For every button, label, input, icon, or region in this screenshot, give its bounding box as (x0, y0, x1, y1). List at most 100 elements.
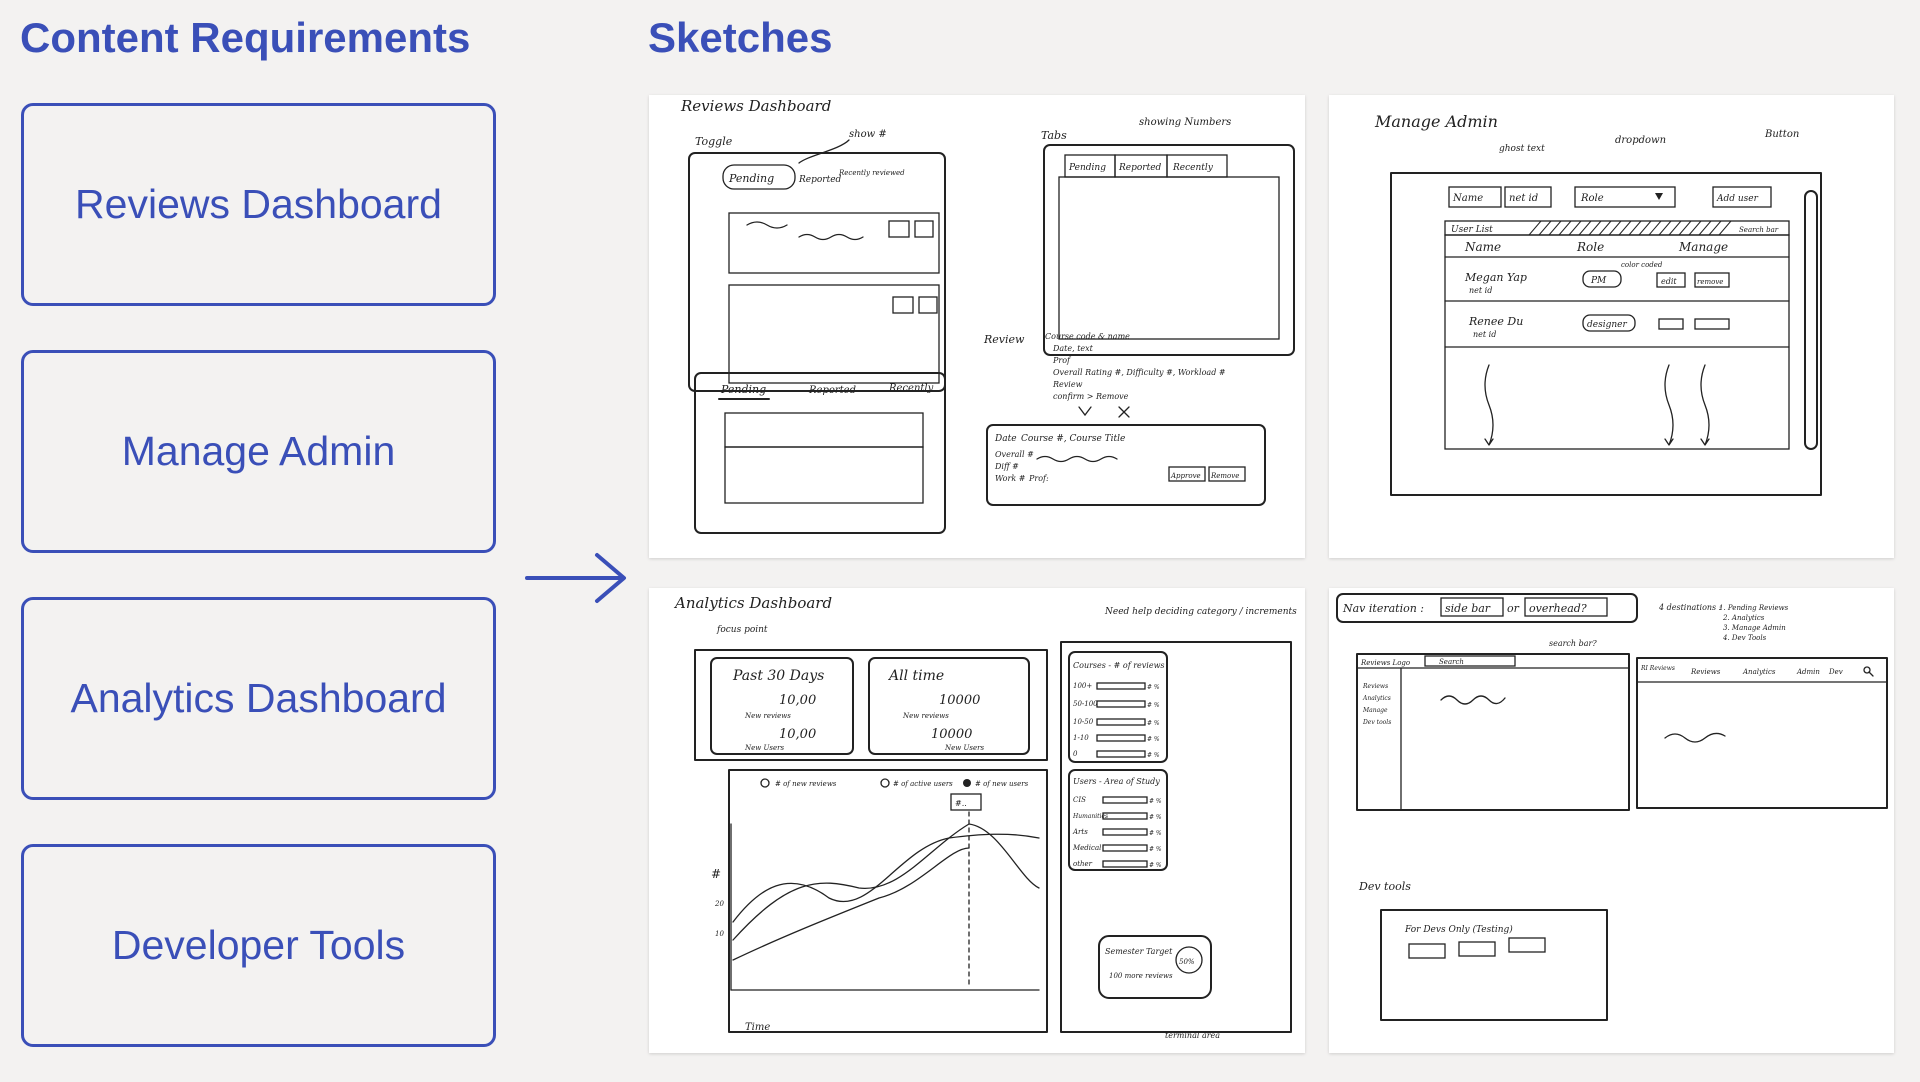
destination-item: 2. Analytics (1722, 614, 1765, 622)
user2-role-badge: designer (1587, 320, 1627, 330)
color-coded-note: color coded (1621, 261, 1663, 269)
nav-option-overhead: overhead? (1529, 602, 1587, 615)
recently-toggle-label: Recently reviewed (838, 169, 905, 177)
toggle-label: Toggle (695, 135, 733, 148)
sidebar-nav-item: Dev tools (1362, 719, 1391, 726)
destinations-title: 4 destinations : (1658, 603, 1722, 612)
dev-tools-note: For Devs Only (Testing) (1404, 924, 1513, 935)
chart-tooltip: #.. (955, 799, 967, 808)
card-work: Work # (995, 474, 1026, 483)
course-bucket: 1-10 (1073, 734, 1089, 742)
nav-option-sidebar: side bar (1445, 602, 1491, 615)
course-bucket: 10-50 (1073, 718, 1094, 726)
overhead-nav-item: Reviews (1690, 668, 1721, 676)
review-field: confirm > Remove (1053, 392, 1129, 401)
users-title: Users - Area of Study (1073, 777, 1160, 786)
netid-input-label: net id (1509, 193, 1538, 204)
user2-netid: net id (1473, 330, 1496, 339)
search-bar-label: Search bar (1739, 226, 1779, 234)
study-pct: # % (1149, 798, 1162, 805)
button-note: Button (1764, 129, 1799, 140)
card-diff: Diff # (994, 462, 1019, 471)
show-count-note: show # (849, 129, 887, 140)
study-area: Medical (1072, 844, 1101, 852)
edit-button-label: edit (1661, 277, 1677, 286)
overhead-logo: RI Reviews (1640, 665, 1675, 672)
nav-question: Nav iteration : (1342, 602, 1424, 615)
overhead-nav-item: Dev (1828, 668, 1843, 676)
col-manage-header: Manage (1678, 240, 1728, 254)
requirement-analytics-dashboard: Analytics Dashboard (21, 597, 496, 800)
dev-tools-title: Dev tools (1358, 880, 1411, 893)
past30-reviews-label: New reviews (744, 712, 791, 720)
terminal-area-note: terminal area (1165, 1031, 1220, 1040)
courses-title: Courses - # of reviews (1073, 661, 1165, 670)
overhead-nav-item: Analytics (1742, 668, 1776, 676)
pending-toggle-label: Pending (728, 172, 774, 185)
bottom-pending-label: Pending (720, 383, 766, 396)
reviews-sketch-drawing: Reviews Dashboard Toggle show # Pending … (680, 97, 1295, 534)
course-bucket: 0 (1073, 750, 1078, 758)
study-area: other (1073, 860, 1093, 868)
legend-reviews: # of new reviews (775, 780, 837, 788)
review-field: Date, text (1052, 344, 1094, 353)
tabs-label: Tabs (1041, 129, 1067, 142)
sidebar-nav-item: Analytics (1362, 695, 1391, 702)
past30-users-value: 10,00 (779, 727, 816, 742)
user1-role-badge: PM (1590, 276, 1607, 286)
sidebar-nav-item: Manage (1362, 707, 1388, 714)
card-prof: Prof: (1028, 474, 1049, 483)
review-field: Overall Rating #, Difficulty #, Workload… (1053, 368, 1226, 377)
study-area: Arts (1072, 828, 1088, 836)
requirement-developer-tools: Developer Tools (21, 844, 496, 1047)
sketch-manage-admin: Manage Admin ghost text dropdown Button … (1329, 95, 1894, 558)
arrow-right-icon (525, 553, 626, 603)
course-pct: # % (1147, 684, 1160, 691)
study-pct: # % (1149, 846, 1162, 853)
review-field: Course code & name (1045, 332, 1130, 341)
chart-y-tick: 10 (715, 930, 724, 938)
card-overall: Overall # (995, 450, 1034, 459)
requirement-label: Developer Tools (111, 922, 406, 968)
course-pct: # % (1147, 702, 1160, 709)
chart-y-tick: 20 (714, 900, 724, 908)
sketches-heading: Sketches (648, 14, 833, 61)
manage-sketch-drawing: Manage Admin ghost text dropdown Button … (1374, 112, 1822, 496)
tab-reported-label: Reported (1118, 163, 1162, 173)
reported-toggle-label: Reported (798, 175, 842, 185)
user1-netid: net id (1469, 286, 1492, 295)
user-list-label: User List (1451, 225, 1493, 235)
sketch-navigation-devtools: Nav iteration : side bar or overhead? 4 … (1329, 588, 1894, 1053)
course-pct: # % (1147, 736, 1160, 743)
sidebar-nav-item: Reviews (1362, 683, 1388, 690)
tab-pending-label: Pending (1068, 163, 1106, 173)
semester-target-title: Semester Target (1105, 947, 1173, 956)
destination-item: 3. Manage Admin (1723, 624, 1786, 632)
bottom-recently-label: Recently (888, 383, 934, 394)
alltime-reviews-value: 10000 (939, 693, 980, 708)
alltime-title: All time (887, 668, 944, 684)
course-bucket: 50-100 (1073, 700, 1098, 708)
past30-reviews-value: 10,00 (779, 693, 816, 708)
analytics-sketch-drawing: Analytics Dashboard focus point Need hel… (673, 594, 1297, 1040)
target-text: 100 more reviews (1109, 972, 1173, 980)
study-area: CIS (1073, 796, 1086, 804)
study-pct: # % (1149, 830, 1162, 837)
focus-point-note: focus point (716, 625, 768, 635)
course-bucket: 100+ (1073, 682, 1092, 690)
ghost-text-note: ghost text (1499, 144, 1545, 154)
reviews-sketch-title: Reviews Dashboard (680, 97, 831, 115)
nav-sketch-drawing: Nav iteration : side bar or overhead? 4 … (1336, 593, 1888, 1021)
destination-item: 1. Pending Reviews (1719, 604, 1789, 612)
content-requirements-heading: Content Requirements (20, 14, 471, 61)
legend-active-users: # of active users (893, 780, 953, 788)
tip-note: Need help deciding category / increments (1104, 607, 1297, 617)
user2-name: Renee Du (1468, 315, 1523, 328)
alltime-users-label: New Users (944, 744, 984, 752)
col-role-header: Role (1576, 240, 1604, 254)
analytics-sketch-title: Analytics Dashboard (673, 594, 832, 612)
destination-item: 4. Dev Tools (1722, 634, 1767, 642)
past30-title: Past 30 Days (732, 668, 824, 684)
nav-or: or (1507, 602, 1520, 615)
sidebar-logo: Reviews Logo (1360, 659, 1410, 667)
